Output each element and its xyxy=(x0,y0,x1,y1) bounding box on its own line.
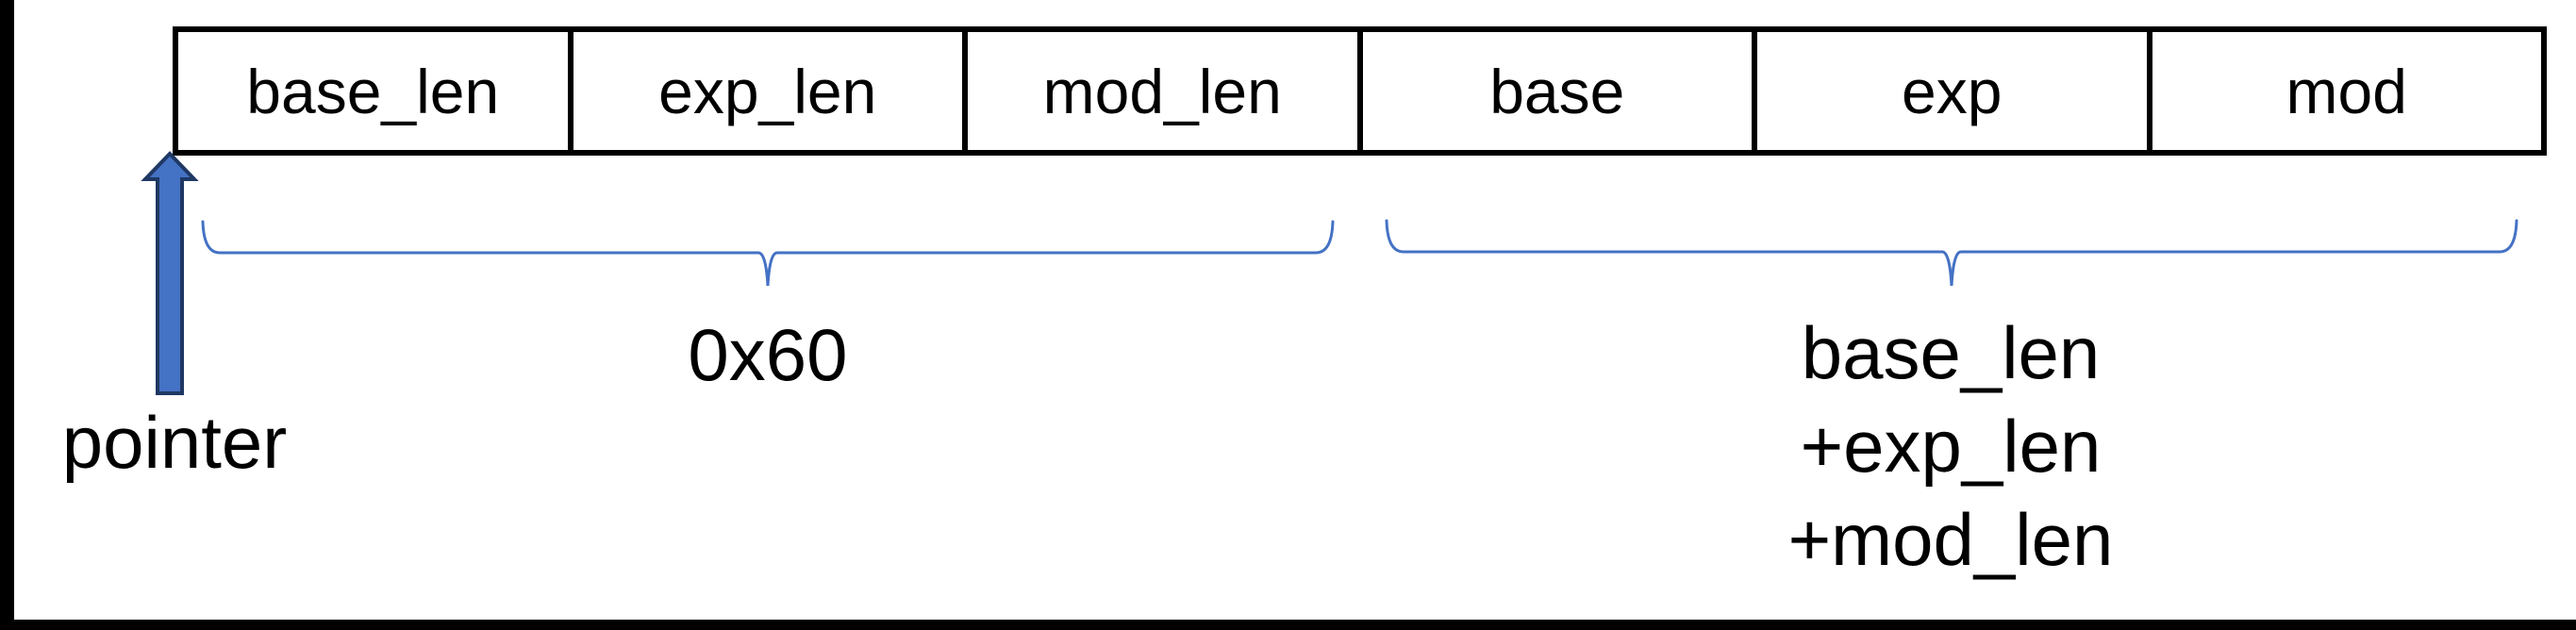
data-span-brace-icon xyxy=(1385,219,2518,287)
memory-table: base_len exp_len mod_len base exp mod xyxy=(173,26,2547,156)
data-span-size-line2: +exp_len xyxy=(1800,405,2102,488)
cell-mod-len: mod_len xyxy=(968,32,1363,150)
data-span-size-label: base_len +exp_len +mod_len xyxy=(1715,307,2186,587)
cell-exp: exp xyxy=(1757,32,2152,150)
cell-mod: mod xyxy=(2285,56,2407,126)
header-span-size-label: 0x60 xyxy=(688,313,848,396)
bottom-frame-bar xyxy=(0,620,2576,630)
pointer-label: pointer xyxy=(61,401,288,484)
data-span-size-line1: base_len xyxy=(1801,311,2101,394)
header-span-brace-icon xyxy=(201,220,1335,287)
pointer-up-arrow-icon xyxy=(141,151,199,395)
cell-exp-len: exp_len xyxy=(573,32,968,150)
left-frame-bar xyxy=(0,0,14,630)
cell-base: base xyxy=(1363,32,1757,150)
cell-base-len: base_len xyxy=(178,32,573,150)
data-span-size-line3: +mod_len xyxy=(1787,498,2114,581)
